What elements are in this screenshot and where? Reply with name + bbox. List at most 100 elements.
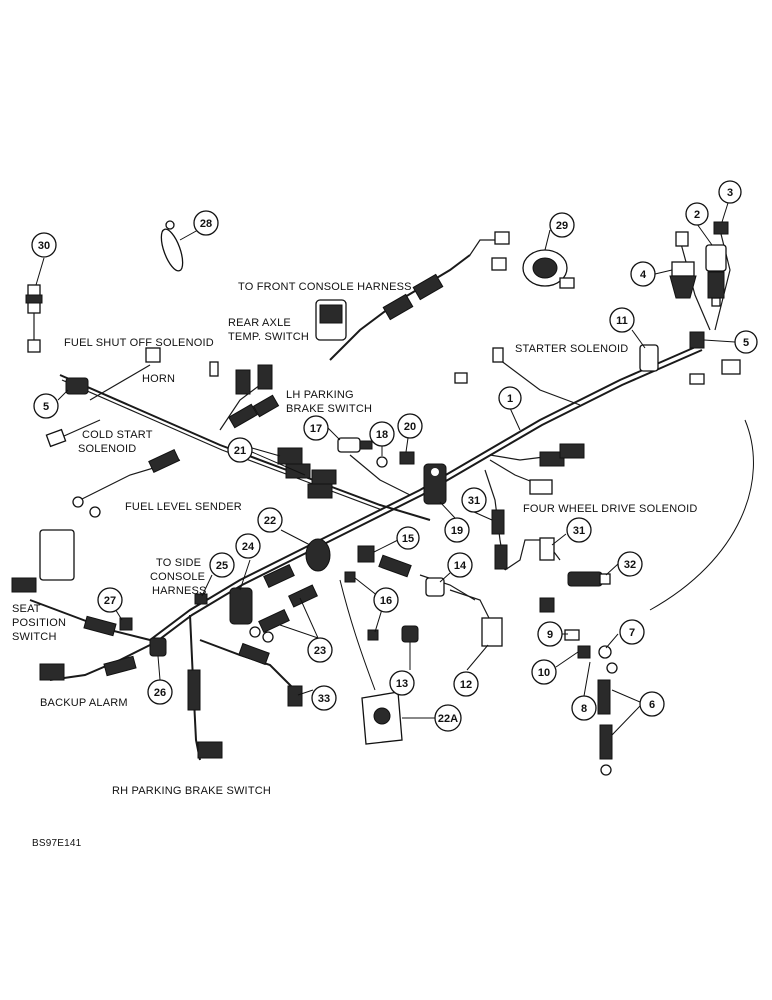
callout-14: 14 <box>447 552 473 578</box>
svg-text:29: 29 <box>556 220 568 232</box>
svg-text:22: 22 <box>264 515 276 527</box>
label-seat-1: SEAT <box>12 603 41 615</box>
label-starter-solenoid: STARTER SOLENOID <box>515 343 628 355</box>
svg-text:26: 26 <box>154 687 166 699</box>
label-lh-parking-2: BRAKE SWITCH <box>286 403 372 415</box>
label-side-console-1: TO SIDE <box>156 557 201 569</box>
coil <box>412 273 444 301</box>
bolt-27 <box>119 617 133 631</box>
callout-29: 29 <box>549 212 575 238</box>
pressure-switch <box>491 231 575 289</box>
callout-16: 16 <box>373 587 399 613</box>
cable-tie <box>160 220 184 272</box>
svg-text:7: 7 <box>629 627 635 639</box>
callout-9: 9 <box>537 621 563 647</box>
svg-text:32: 32 <box>624 559 636 571</box>
leader-lines <box>35 202 736 736</box>
callout-21: 21 <box>227 437 253 463</box>
callout-31-right: 31 <box>566 517 592 543</box>
label-horn: HORN <box>142 373 175 385</box>
svg-text:5: 5 <box>743 337 749 349</box>
bolt-25 <box>194 593 208 605</box>
front-console-connector <box>315 299 347 341</box>
terminal-18 <box>376 456 388 468</box>
svg-text:1: 1 <box>507 393 513 405</box>
svg-text:13: 13 <box>396 678 408 690</box>
label-backup-alarm: BACKUP ALARM <box>40 697 128 709</box>
rh-parking-connector <box>197 741 223 759</box>
svg-text:25: 25 <box>216 560 228 572</box>
coil <box>288 584 318 608</box>
bolts-16 <box>344 571 379 641</box>
connector-block-21 <box>277 447 337 499</box>
clip-26 <box>149 637 167 657</box>
coil <box>252 394 280 418</box>
label-side-console-2: CONSOLE <box>150 571 205 583</box>
coil <box>83 615 117 637</box>
coil <box>378 554 412 578</box>
callout-22a: 22A <box>434 704 462 732</box>
fwd-connectors <box>529 443 585 495</box>
wire-coils <box>83 273 613 760</box>
svg-text:20: 20 <box>404 421 416 433</box>
callout-17: 17 <box>303 415 329 441</box>
nut-20 <box>399 451 415 465</box>
connector-31-left <box>491 509 508 570</box>
terminal-6 <box>600 764 612 776</box>
fuel-shutoff-sensor <box>25 284 43 353</box>
svg-text:18: 18 <box>376 429 388 441</box>
coil <box>597 679 611 715</box>
label-rear-axle-1: REAR AXLE <box>228 317 291 329</box>
hardware-stack <box>539 597 618 674</box>
starter-terminals <box>454 347 741 385</box>
callout-25: 25 <box>209 552 235 578</box>
callout-13: 13 <box>389 670 415 696</box>
clamp-14 <box>425 577 445 597</box>
switch-17 <box>337 437 373 453</box>
switch-2 <box>705 244 727 307</box>
callout-7: 7 <box>619 619 645 645</box>
callout-24: 24 <box>235 533 261 559</box>
clamp-24 <box>229 587 253 625</box>
coil <box>187 669 201 711</box>
callout-23: 23 <box>307 637 333 663</box>
svg-text:30: 30 <box>38 240 50 252</box>
label-seat-2: POSITION <box>12 617 66 629</box>
svg-text:14: 14 <box>454 560 467 572</box>
svg-text:16: 16 <box>380 595 392 607</box>
callout-balloons: 30 28 29 2 3 4 5 11 5 1 17 18 20 21 19 3… <box>31 180 758 732</box>
connector-33 <box>287 685 303 707</box>
callout-11: 11 <box>609 307 635 333</box>
svg-text:12: 12 <box>460 679 472 691</box>
bracket-12 <box>481 617 503 647</box>
seat-switch <box>11 529 75 593</box>
svg-text:27: 27 <box>104 595 116 607</box>
svg-text:9: 9 <box>547 629 553 641</box>
callout-15: 15 <box>396 526 420 550</box>
cold-start-connector <box>45 428 67 448</box>
callout-22: 22 <box>257 507 283 533</box>
label-rear-axle-2: TEMP. SWITCH <box>228 331 309 343</box>
svg-text:23: 23 <box>314 645 326 657</box>
sensor-32 <box>567 571 611 587</box>
svg-text:15: 15 <box>402 533 414 545</box>
label-cold-start-2: SOLENOID <box>78 443 136 455</box>
coil <box>599 724 613 760</box>
clamp-22 <box>305 538 331 572</box>
clamp-19 <box>423 463 447 505</box>
coil <box>103 655 137 677</box>
label-side-console-3: HARNESS <box>152 585 207 597</box>
coil <box>238 642 270 666</box>
svg-text:17: 17 <box>310 423 322 435</box>
coil <box>148 448 180 474</box>
components <box>11 220 741 776</box>
svg-text:31: 31 <box>468 495 480 507</box>
callout-3: 3 <box>718 180 742 204</box>
callout-31-left: 31 <box>461 487 487 513</box>
bracket-11 <box>639 344 659 372</box>
svg-text:10: 10 <box>538 667 550 679</box>
clip-5-right <box>689 331 705 349</box>
coil <box>263 563 295 589</box>
label-cold-start-1: COLD START <box>82 429 153 441</box>
